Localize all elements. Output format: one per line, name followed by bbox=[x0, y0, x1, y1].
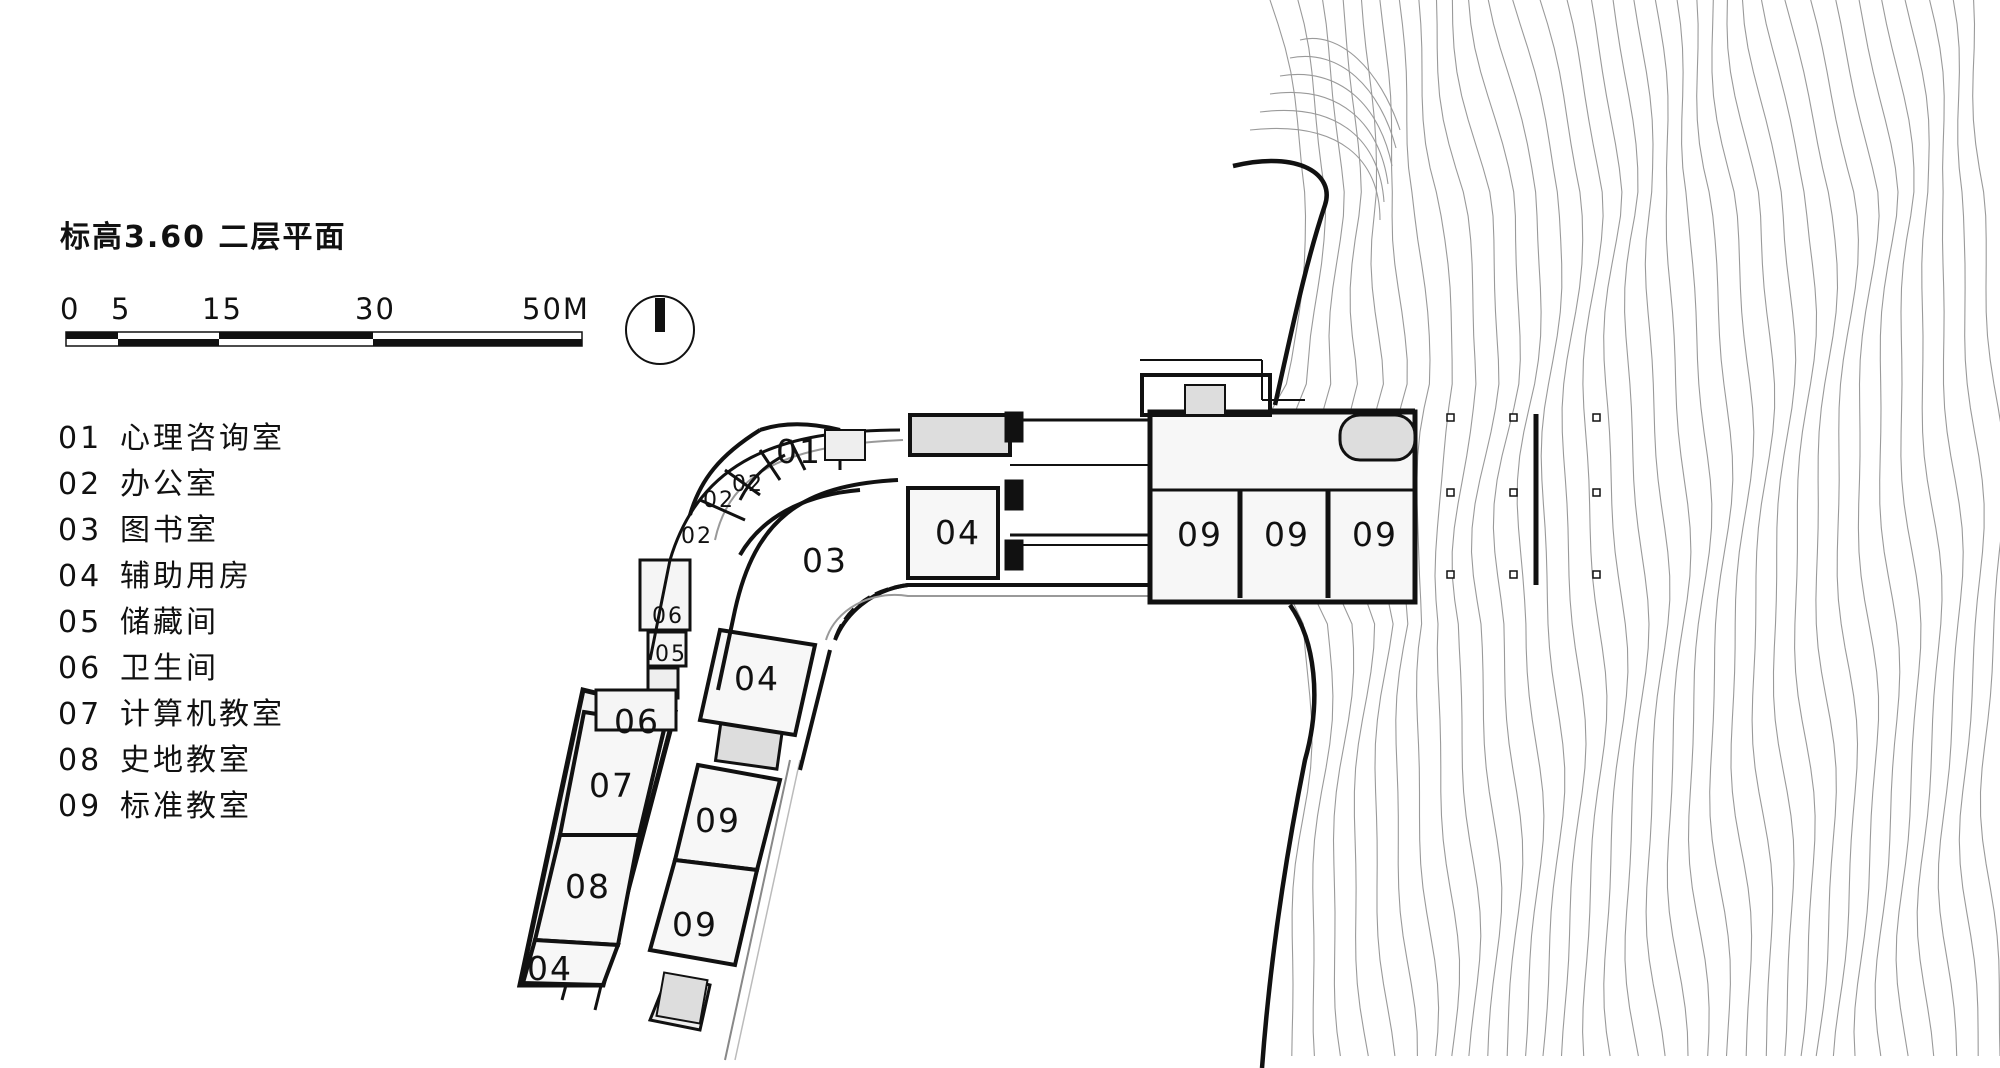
plan-title: 标高3.60 二层平面 bbox=[60, 220, 347, 255]
contour-line bbox=[1566, 0, 1608, 1057]
contour-line bbox=[1539, 0, 1587, 1057]
contour-line bbox=[1858, 0, 1901, 1057]
contour-line bbox=[1676, 0, 1713, 1057]
cliff-edge bbox=[1232, 158, 1329, 1068]
contour-line bbox=[1810, 0, 1859, 1057]
contour-line bbox=[1835, 0, 1880, 1057]
contour-line bbox=[1418, 0, 1461, 1057]
room-label-01: 01 bbox=[776, 432, 822, 471]
scale-bar-graphic bbox=[65, 331, 583, 347]
scale-label-5: 5 bbox=[111, 292, 132, 326]
contour-line bbox=[1654, 0, 1692, 1057]
room-label-02: 02 bbox=[681, 524, 713, 549]
building-plan bbox=[516, 359, 1601, 1061]
contour-line bbox=[1612, 0, 1650, 1057]
room-label-09: 09 bbox=[672, 905, 718, 944]
contour-line bbox=[1726, 0, 1776, 1057]
north-arrow bbox=[625, 295, 695, 365]
contour-line bbox=[1512, 0, 1566, 1057]
contour-line bbox=[1929, 0, 1964, 1057]
contour-line bbox=[1590, 0, 1629, 1057]
contour-line bbox=[1711, 0, 1755, 1057]
room-label-04: 04 bbox=[527, 949, 573, 988]
scale-label-50m: 50M bbox=[522, 292, 590, 326]
contour-line bbox=[1259, 110, 1385, 203]
contour-line bbox=[1299, 38, 1401, 131]
scale-label-0: 0 bbox=[60, 292, 81, 326]
contour-line bbox=[1904, 0, 1943, 1057]
room-label-06: 06 bbox=[614, 702, 660, 741]
scale-label-30: 30 bbox=[355, 292, 396, 326]
room-label-09: 09 bbox=[695, 801, 741, 840]
room-labels: 01 02 02 02 03 04 04 04 05 06 06 07 08 0… bbox=[527, 432, 1398, 988]
room-label-08: 08 bbox=[565, 867, 611, 906]
room-label-07: 07 bbox=[589, 766, 635, 805]
room-label-05: 05 bbox=[655, 642, 687, 667]
contour-line bbox=[1741, 0, 1797, 1057]
contour-line bbox=[1249, 128, 1381, 221]
contour-line bbox=[1269, 92, 1389, 185]
room-label-04: 04 bbox=[734, 659, 780, 698]
contour-line bbox=[1972, 0, 2000, 1057]
room-label-02: 02 bbox=[703, 488, 735, 513]
room-label-03: 03 bbox=[802, 541, 848, 580]
contour-line bbox=[1952, 0, 1985, 1057]
contour-line bbox=[1279, 74, 1393, 167]
contour-line bbox=[1435, 0, 1482, 1057]
contour-line bbox=[1760, 0, 1818, 1057]
room-label-06: 06 bbox=[652, 604, 684, 629]
contour-line bbox=[1451, 0, 1503, 1057]
room-label-02: 02 bbox=[732, 472, 764, 497]
contour-line bbox=[1487, 0, 1545, 1057]
contour-line bbox=[1398, 0, 1440, 1057]
scale-label-15: 15 bbox=[202, 292, 243, 326]
contour-line bbox=[1881, 0, 1922, 1057]
contour-line bbox=[1784, 0, 1839, 1057]
scale-bar: 0 5 15 30 50M bbox=[60, 292, 620, 372]
contour-line bbox=[1633, 0, 1671, 1057]
room-label-09: 09 bbox=[1352, 515, 1398, 554]
room-label-04: 04 bbox=[935, 513, 981, 552]
contour-line bbox=[1289, 56, 1397, 149]
room-label-09: 09 bbox=[1177, 515, 1223, 554]
contour-line bbox=[1468, 0, 1524, 1057]
contour-line bbox=[1696, 0, 1734, 1057]
room-label-09: 09 bbox=[1264, 515, 1310, 554]
